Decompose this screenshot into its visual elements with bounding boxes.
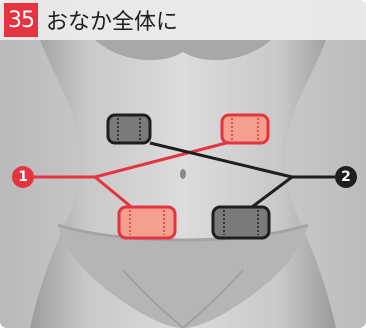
pad-lower-left-pink [117, 205, 177, 240]
header-bar: 35 おなか全体に [0, 0, 366, 40]
navel [180, 169, 186, 179]
circled-number-1-icon: 1 [12, 166, 34, 188]
underwear [58, 225, 308, 328]
step-number-badge: 35 [4, 3, 38, 37]
pair1-wires [34, 140, 231, 212]
marker-1-label: 1 [18, 169, 28, 185]
marker-2-label: 2 [341, 169, 351, 185]
pair2-wires [149, 141, 335, 212]
pad-upper-right-pink [220, 113, 270, 145]
bra [95, 40, 271, 61]
page-title: おなか全体に [46, 10, 179, 35]
pad-lower-right-gray [211, 205, 271, 240]
circled-number-2-icon: 2 [335, 166, 357, 188]
pad-upper-left-gray [106, 113, 152, 145]
